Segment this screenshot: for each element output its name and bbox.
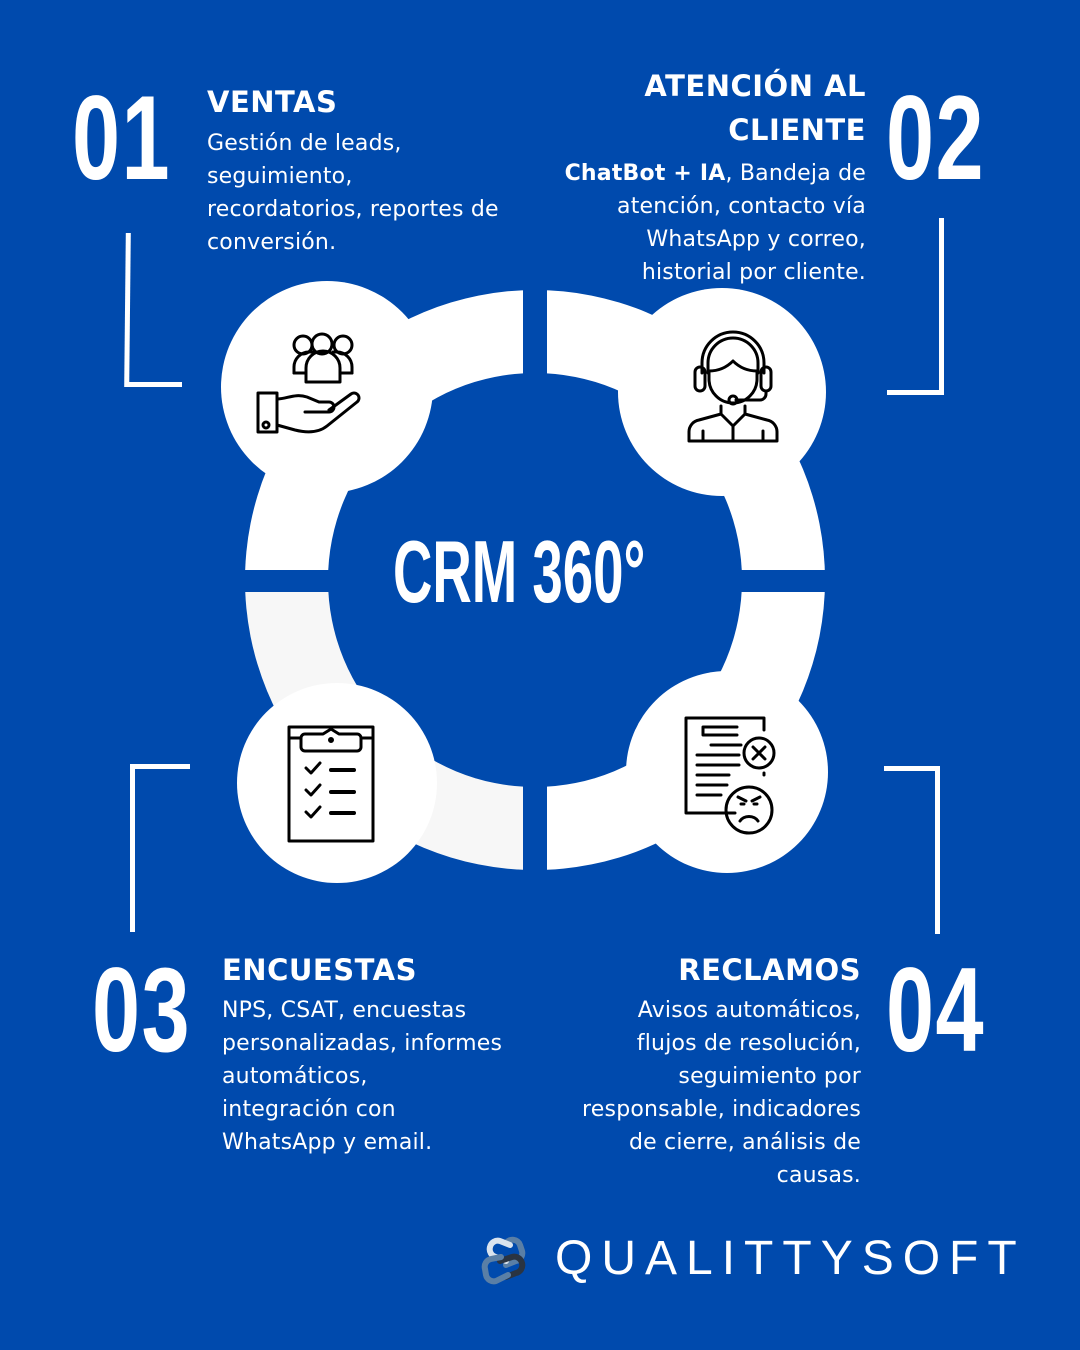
encuestas-icon-circle: [237, 683, 437, 883]
section-04-title: RECLAMOS: [678, 953, 861, 987]
reclamos-icon-circle: [626, 671, 828, 873]
atencion-icon-circle: [618, 288, 826, 496]
bracket-04-vertical: [935, 766, 940, 934]
section-01-description: Gestión de leads, seguimiento, recordato…: [207, 131, 499, 255]
section-02-description: ChatBot + IA, Bandeja de atención, conta…: [564, 161, 866, 285]
section-02-description-bold: ChatBot + IA: [564, 161, 726, 186]
complaint-document-angry-icon: [684, 716, 776, 835]
qualittysoft-logo-icon: [481, 1236, 526, 1285]
section-02-title: ATENCIÓN AL CLIENTE: [644, 69, 866, 147]
section-03-number: 03: [92, 943, 191, 1077]
bracket-02-horizontal: [887, 390, 944, 395]
section-02-number: 02: [886, 71, 985, 205]
section-03-description: NPS, CSAT, encuestas personalizadas, inf…: [222, 998, 503, 1155]
hand-holding-people-icon: [256, 332, 361, 434]
bracket-03-vertical: [130, 764, 135, 932]
bracket-02-vertical: [939, 218, 944, 394]
section-01-number: 01: [72, 71, 171, 205]
center-title: CRM 360°: [393, 522, 646, 621]
bracket-01-horizontal: [125, 382, 182, 387]
bracket-04-horizontal: [884, 766, 940, 771]
ventas-icon-circle: [221, 281, 433, 493]
section-03-title: ENCUESTAS: [222, 953, 417, 987]
customer-support-headset-icon: [687, 330, 779, 443]
brand-name: QUALITTYSOFT: [555, 1232, 1026, 1285]
clipboard-checklist-icon: [287, 725, 375, 843]
section-01-title: VENTAS: [207, 85, 338, 119]
section-04-description: Avisos automáticos, flujos de resolución…: [582, 998, 861, 1188]
section-04-number: 04: [886, 943, 985, 1077]
bracket-03-horizontal: [130, 764, 190, 769]
